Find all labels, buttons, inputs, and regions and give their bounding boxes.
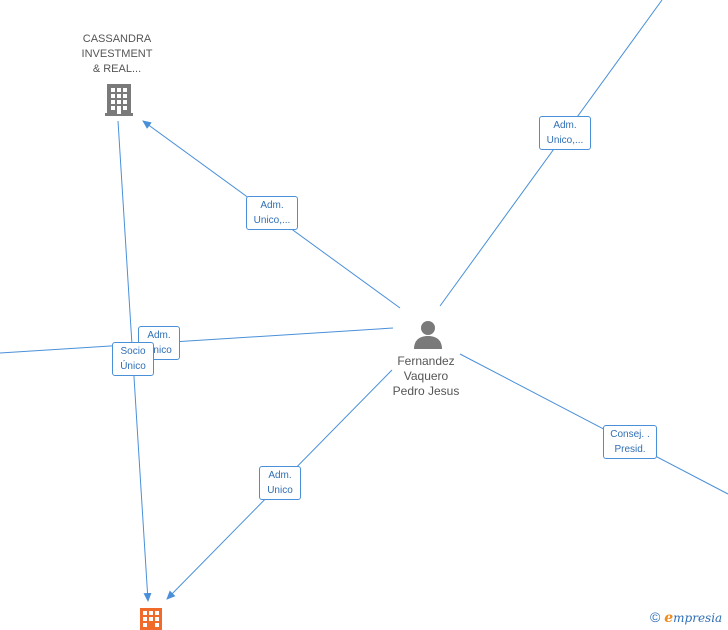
copyright-symbol: © <box>650 609 661 625</box>
brand-logo-text: mpresia <box>673 611 723 625</box>
building-icon[interactable] <box>103 82 135 116</box>
edge-label-socio-unico[interactable]: Socio Único <box>112 342 154 376</box>
edge-label-line: Adm. <box>553 120 577 131</box>
company-top-name-line: & REAL... <box>92 63 142 75</box>
edge-label-consej-presid[interactable]: Consej. . Presid. <box>603 425 657 459</box>
building-icon[interactable] <box>139 607 163 630</box>
person-name-line: Vaquero <box>403 369 449 383</box>
edge-label-line: Adm. <box>147 330 171 341</box>
edge-label-line: Unico,... <box>546 135 584 146</box>
person-icon[interactable] <box>413 319 443 349</box>
edge-label-line: Unico,... <box>253 215 291 226</box>
edge-label-line: Presid. <box>614 444 646 455</box>
company-top-name-line: INVESTMENT <box>81 48 153 60</box>
edge-label-line: Unico <box>146 345 172 356</box>
edge-label-line: Unico <box>267 485 293 496</box>
edge-label-adm-unico[interactable]: Adm. Unico <box>259 466 301 500</box>
brand-logo-initial: e <box>664 610 674 626</box>
edge-label-line: Socio <box>120 346 146 357</box>
edge-label-adm-unico[interactable]: Adm. Unico,... <box>246 196 298 230</box>
edge-person-to-top-right <box>439 0 663 307</box>
edge-label-line: Único <box>120 361 146 372</box>
person-name[interactable]: Fernandez Vaquero Pedro Jesus <box>376 354 476 399</box>
edge-label-line: Adm. <box>268 470 292 481</box>
person-name-line: Fernandez <box>397 354 455 368</box>
edge-label-line: Consej. . <box>610 429 650 440</box>
edge-label-adm-unico[interactable]: Adm. Unico,... <box>539 116 591 150</box>
edge-person-to-left <box>0 327 394 354</box>
person-name-line: Pedro Jesus <box>392 384 460 398</box>
company-top-name-line: CASSANDRA <box>82 33 152 45</box>
edge-label-line: Adm. <box>260 200 284 211</box>
edge-person-to-bottom-right <box>459 353 728 495</box>
brand-watermark: © empresia <box>650 609 722 626</box>
company-top-name[interactable]: CASSANDRA INVESTMENT & REAL... <box>72 32 162 77</box>
